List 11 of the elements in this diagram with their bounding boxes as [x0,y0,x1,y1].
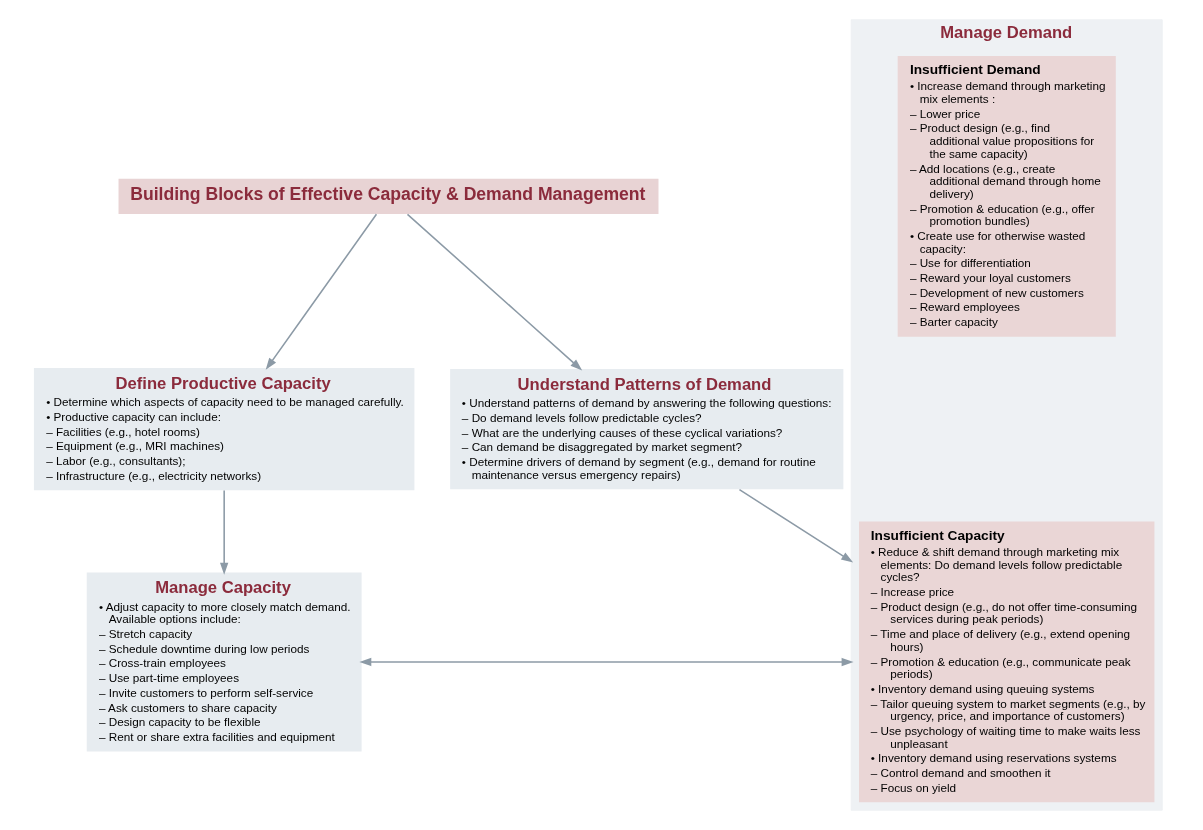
node-box: Define Productive Capacity • Determine which aspects of capacity need to be managed carefully. • Productive capacity can include: – Facilities (e.g., hotel rooms) – Equipment (e.g., MRI machines) – Labor (e.g., consultants); – Infrastructure (e.g., electricity networks) [33,368,414,491]
arrow [265,213,377,370]
arrow [738,488,853,563]
node-box: Building Blocks of Effective Capacity & Demand Management [118,178,658,214]
node-box: Insufficient Demand • Increase demand through marketing mix elements : – Lower price – Product design (e.g., find additional value propositions for the same capacity) – Add locations (e.g., create additional demand through home delivery) – Promotion & education (e.g., offer promotion bundles) • Create use for otherwise wasted capacity: – Use for differentiation – Reward your loyal customers – Development of new customers – Reward employees – Barter capacity [897,56,1116,337]
node-box: Manage Capacity • Adjust capacity to more closely match demand. Available options include: – Stretch capacity – Schedule downtime during low periods – Cross-train employees – Use part-time employees – Invite customers to perform self-service – Ask customers to share capacity – Design capacity to be flexible – Rent or share extra facilities and equipment [86,572,362,752]
arrow [406,213,582,371]
arrow [358,657,854,667]
arrow [219,489,228,575]
node-box: Insufficient Capacity • Reduce & shift demand through marketing mix elements: Do demand levels follow predictable cycles? – Increase price – Product design (e.g., do not offer time-consuming services during peak periods) – Time and place of delivery (e.g., extend opening hours) – Promotion & education (e.g., communicate peak periods) • Inventory demand using queuing systems – Tailor queuing system to market segments (e.g., by urgency, price, and importance of customers) – Use psychology of waiting time to make waits less unpleasant • Inventory demand using reservations systems – Control demand and smoothen it – Focus on yield [858,521,1154,803]
node-box: Understand Patterns of Demand • Understand patterns of demand by answering the following questions: – Do demand levels follow predictable cycles? – What are the underlying causes of these cyclical variations? – Can demand be disaggregated by market segment? • Determine drivers of demand by segment (e.g., demand for routine maintenance versus emergency repairs) [449,369,843,490]
